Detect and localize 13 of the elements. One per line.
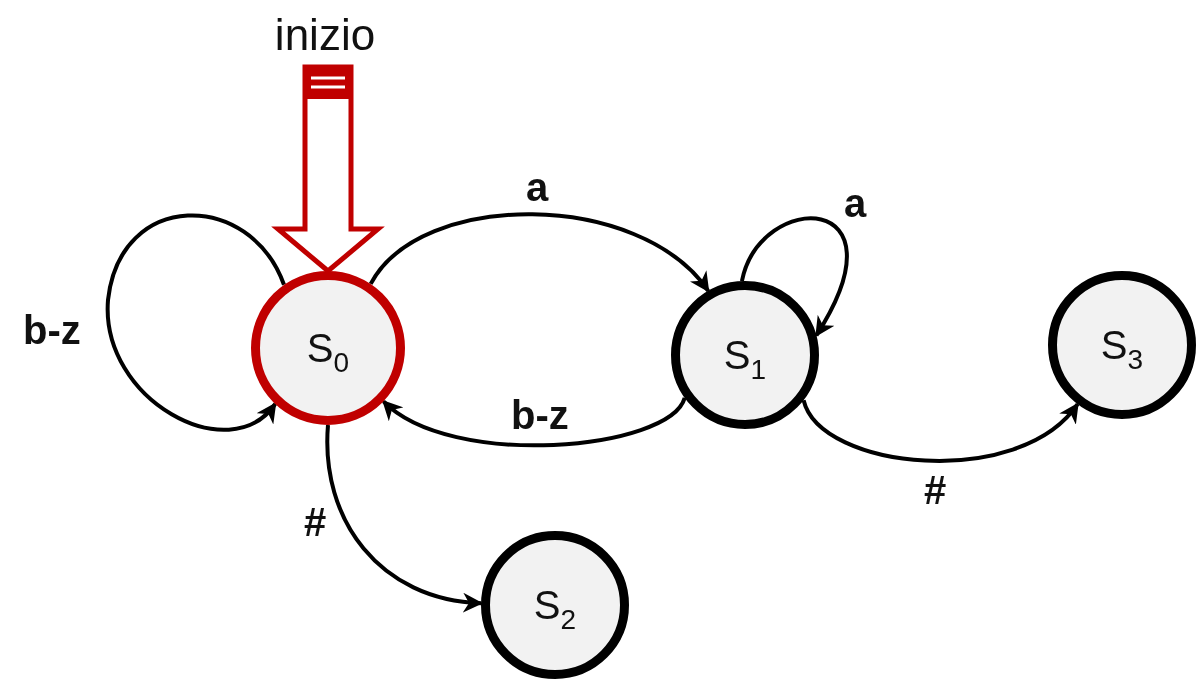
edge-label: b-z <box>23 310 81 350</box>
edge-label: b-z <box>511 395 569 435</box>
start-label: inizio <box>274 10 376 60</box>
arrow <box>740 216 849 338</box>
edge-label: # <box>923 470 947 510</box>
arrow <box>801 399 1080 463</box>
arrow <box>369 212 710 293</box>
edge-label: a <box>843 183 867 223</box>
arrow <box>106 213 286 432</box>
edge-label: # <box>303 502 327 542</box>
arrow <box>325 424 483 612</box>
arrow <box>381 396 687 448</box>
edge-label: a <box>525 167 549 207</box>
